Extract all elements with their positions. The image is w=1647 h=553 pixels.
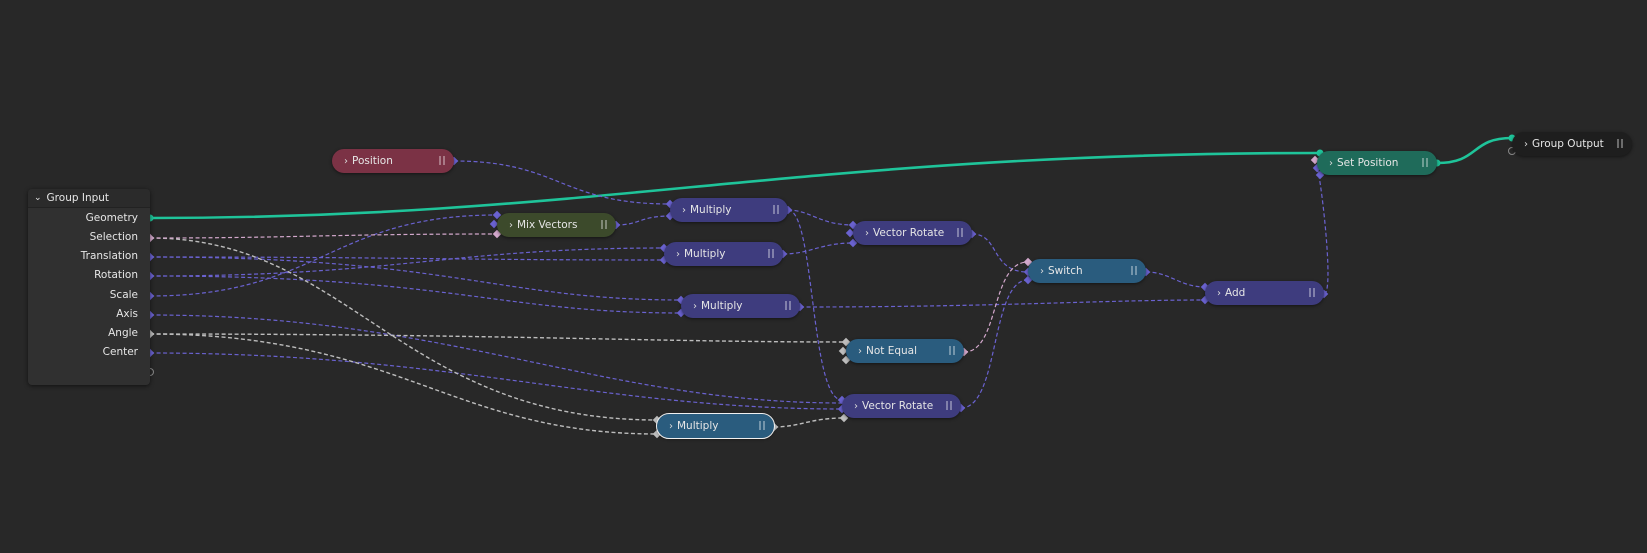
- multiply-node-3[interactable]: › Multiply: [681, 294, 800, 318]
- link-angle-notequal: [149, 333, 847, 343]
- link-setposition-output: [1436, 136, 1513, 165]
- link-angle-multiply4: [149, 333, 658, 435]
- link-add-setposition: [1316, 167, 1329, 295]
- group-input-header[interactable]: ⌄ Group Input: [28, 189, 150, 208]
- socket-label-translation: Translation: [80, 250, 138, 262]
- add-node[interactable]: › Add: [1205, 281, 1324, 305]
- chevron-right-icon[interactable]: ›: [682, 204, 686, 216]
- multiply-node-1[interactable]: › Multiply: [670, 198, 788, 222]
- chevron-down-icon[interactable]: ⌄: [34, 193, 42, 203]
- chevron-right-icon[interactable]: ›: [1524, 138, 1528, 150]
- group-input-node[interactable]: ⌄ Group Input Geometry Selection Transla…: [28, 189, 150, 385]
- chevron-right-icon[interactable]: ›: [865, 227, 869, 239]
- grip-icon: [957, 228, 963, 237]
- link-notequal-switch: [963, 261, 1029, 353]
- link-multiply1-vectorrotate2: [787, 209, 843, 401]
- socket-label-selection: Selection: [89, 231, 138, 243]
- grip-icon: [773, 205, 779, 214]
- chevron-right-icon[interactable]: ›: [1040, 265, 1044, 277]
- grip-icon: [946, 401, 952, 410]
- set-position-node[interactable]: › Set Position: [1317, 151, 1437, 175]
- socket-label-center: Center: [102, 346, 138, 358]
- link-multiply3-add: [799, 299, 1206, 308]
- grip-icon: [1309, 288, 1315, 297]
- link-switch-add: [1145, 271, 1206, 288]
- node-title: Multiply: [701, 300, 743, 312]
- multiply-node-4[interactable]: › Multiply: [656, 413, 775, 439]
- node-title: Position: [352, 155, 393, 167]
- node-title: Vector Rotate: [873, 227, 945, 239]
- mix-vectors-node[interactable]: › Mix Vectors: [497, 213, 616, 237]
- link-geometry-setposition: [149, 151, 1321, 220]
- socket-label-axis: Axis: [116, 308, 138, 320]
- node-title: Mix Vectors: [517, 219, 578, 231]
- link-rotation-multiply2: [149, 247, 665, 277]
- chevron-right-icon[interactable]: ›: [669, 420, 673, 432]
- grip-icon: [949, 346, 955, 355]
- link-multiply2-vectorrotate1: [782, 242, 854, 255]
- group-output-node[interactable]: › Group Output: [1512, 132, 1632, 156]
- multiply-node-2[interactable]: › Multiply: [664, 242, 783, 266]
- socket-label-geometry: Geometry: [85, 212, 138, 224]
- chevron-right-icon[interactable]: ›: [1329, 157, 1333, 169]
- position-node[interactable]: › Position: [332, 149, 454, 173]
- node-title: Set Position: [1337, 157, 1399, 169]
- grip-icon: [785, 301, 791, 310]
- node-title: Switch: [1048, 265, 1083, 277]
- grip-icon: [759, 421, 765, 430]
- link-selection-multiply4: [149, 237, 658, 421]
- grip-icon: [1617, 139, 1623, 148]
- chevron-right-icon[interactable]: ›: [344, 155, 348, 167]
- link-center-vectorrotate2: [149, 352, 843, 410]
- socket-label-angle: Angle: [108, 327, 138, 339]
- grip-icon: [1422, 158, 1428, 167]
- link-translation-multiply2: [149, 256, 665, 261]
- link-translation-multiply3: [149, 256, 682, 301]
- node-title: Multiply: [684, 248, 726, 260]
- node-title: Multiply: [690, 204, 732, 216]
- node-title: Not Equal: [866, 345, 918, 357]
- grip-icon: [601, 220, 607, 229]
- socket-label-rotation: Rotation: [94, 269, 138, 281]
- node-title: Group Output: [1532, 138, 1604, 150]
- link-multiply1-vectorrotate1: [787, 209, 854, 226]
- chevron-right-icon[interactable]: ›: [1217, 287, 1221, 299]
- grip-icon: [439, 156, 445, 165]
- link-mixvectors-multiply1: [615, 215, 671, 226]
- chevron-right-icon[interactable]: ›: [693, 300, 697, 312]
- switch-node[interactable]: › Switch: [1028, 259, 1146, 283]
- chevron-right-icon[interactable]: ›: [676, 248, 680, 260]
- chevron-right-icon[interactable]: ›: [858, 345, 862, 357]
- chevron-right-icon[interactable]: ›: [854, 400, 858, 412]
- link-position-multiply1: [453, 160, 671, 205]
- link-vectorrotate1-switch: [971, 233, 1029, 273]
- node-title: Vector Rotate: [862, 400, 934, 412]
- not-equal-node[interactable]: › Not Equal: [846, 339, 964, 363]
- grip-icon: [768, 249, 774, 258]
- link-selection-mixvectors: [149, 233, 498, 239]
- link-rotation-multiply3: [149, 275, 682, 314]
- link-axis-vectorrotate2: [149, 314, 843, 404]
- node-title: Add: [1225, 287, 1246, 299]
- group-input-title: Group Input: [46, 192, 110, 204]
- vector-rotate-node-1[interactable]: › Vector Rotate: [853, 221, 972, 245]
- grip-icon: [1131, 266, 1137, 275]
- link-multiply4-vectorrotate2: [773, 417, 845, 428]
- vector-rotate-node-2[interactable]: › Vector Rotate: [842, 394, 961, 418]
- link-vectorrotate2-switch: [960, 279, 1029, 409]
- node-title: Multiply: [677, 420, 719, 432]
- socket-label-scale: Scale: [109, 289, 138, 301]
- link-scale-mixvectors: [149, 214, 498, 297]
- chevron-right-icon[interactable]: ›: [509, 219, 513, 231]
